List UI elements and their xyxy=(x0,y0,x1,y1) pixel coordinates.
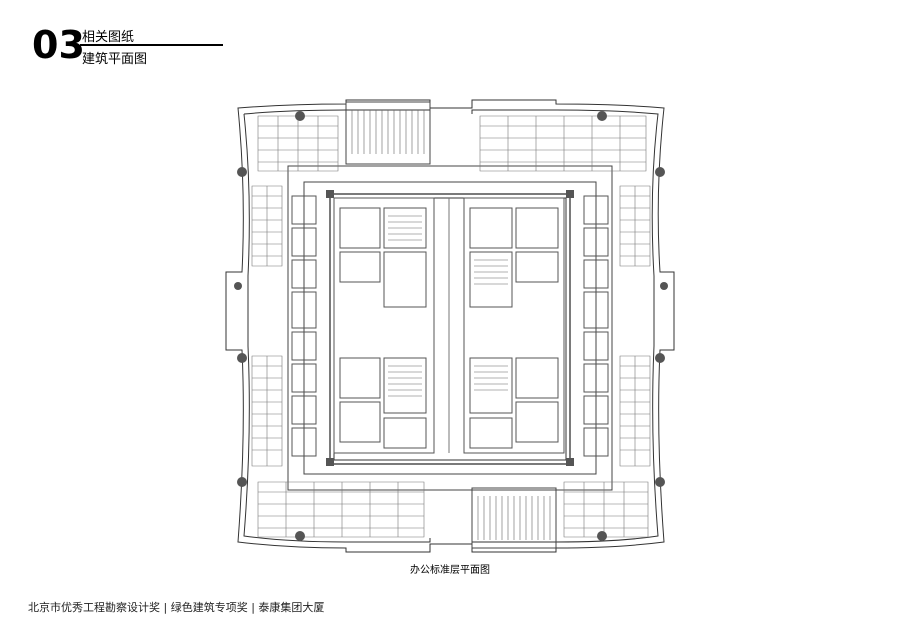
plan-caption: 办公标准层平面图 xyxy=(410,565,490,576)
section-number: 03 xyxy=(32,23,85,67)
footer-awards: 北京市优秀工程勘察设计奖 | 绿色建筑专项奖 | 泰康集团大厦 xyxy=(28,601,325,614)
section-subtitle: 建筑平面图 xyxy=(82,52,148,67)
header-rule xyxy=(80,44,223,46)
section-title: 相关图纸 xyxy=(82,30,135,45)
floor-plan-drawing xyxy=(225,99,675,553)
